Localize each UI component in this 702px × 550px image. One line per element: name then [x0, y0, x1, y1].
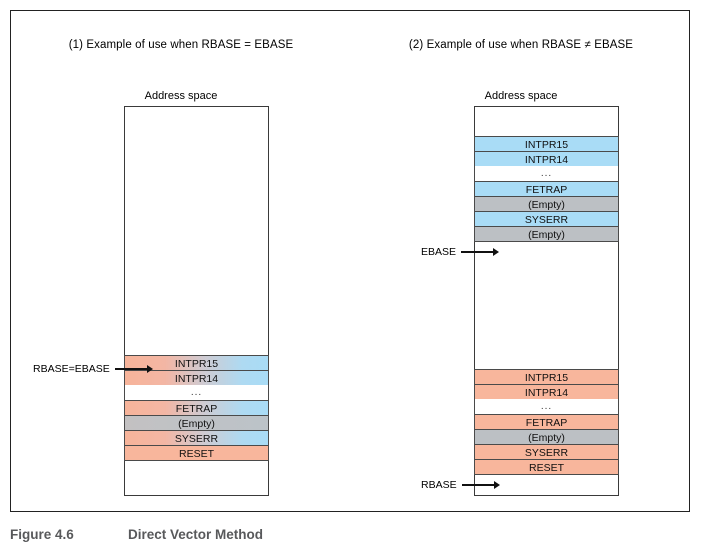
pointer-line: [461, 484, 495, 486]
reset-vector-table: INTPR15 INTPR14 ... FETRAP (Empty) SYSER…: [474, 369, 619, 475]
vector-row-syserr: SYSERR: [124, 430, 269, 446]
pointer-rbase: RBASE: [421, 479, 500, 491]
pointer-label-rbase: RBASE: [421, 479, 457, 491]
pointer-rbase-equals-ebase: RBASE=EBASE: [33, 363, 153, 375]
pointer-label-ebase: EBASE: [421, 246, 457, 258]
vector-table-left: INTPR15 INTPR14 ... FETRAP (Empty) SYSER…: [124, 355, 269, 461]
exception-vector-table: INTPR15 INTPR14 ... FETRAP (Empty) SYSER…: [474, 136, 619, 242]
address-space-label-left: Address space: [144, 90, 218, 102]
reset-row-fetrap: FETRAP: [474, 414, 619, 430]
panel-title-right: (2) Example of use when RBASE ≠ EBASE: [408, 39, 634, 51]
vector-row-ellipsis: ...: [124, 385, 269, 401]
exception-row-empty-1: (Empty): [474, 196, 619, 212]
arrow-head-icon: [493, 481, 500, 489]
figure-caption-title: Direct Vector Method: [128, 526, 264, 542]
reset-row-syserr: SYSERR: [474, 444, 619, 460]
panel-rbase-equals-ebase: (1) Example of use when RBASE = EBASE Ad…: [11, 11, 351, 511]
pointer-line: [114, 368, 148, 370]
exception-row-intpr15: INTPR15: [474, 136, 619, 152]
figure-caption-number: Figure 4.6: [10, 526, 74, 542]
exception-row-syserr: SYSERR: [474, 211, 619, 227]
address-space-box-left: INTPR15 INTPR14 ... FETRAP (Empty) SYSER…: [124, 106, 269, 496]
panel-rbase-not-equals-ebase: (2) Example of use when RBASE ≠ EBASE Ad…: [351, 11, 691, 511]
address-space-label-right: Address space: [484, 90, 558, 102]
exception-row-empty-2: (Empty): [474, 226, 619, 242]
reset-row-ellipsis: ...: [474, 399, 619, 415]
pointer-line: [461, 251, 495, 253]
panel-title-left: (1) Example of use when RBASE = EBASE: [68, 39, 294, 51]
pointer-label-rbase-equals-ebase: RBASE=EBASE: [33, 363, 110, 375]
reset-row-empty: (Empty): [474, 429, 619, 445]
arrow-head-icon: [146, 365, 153, 373]
exception-row-ellipsis: ...: [474, 166, 619, 182]
vector-row-intpr14: INTPR14: [124, 370, 269, 386]
figure-caption: Figure 4.6 Direct Vector Method: [10, 524, 690, 544]
reset-row-reset: RESET: [474, 459, 619, 475]
exception-row-fetrap: FETRAP: [474, 181, 619, 197]
address-space-box-right: INTPR15 INTPR14 ... FETRAP (Empty) SYSER…: [474, 106, 619, 496]
vector-row-empty: (Empty): [124, 415, 269, 431]
figure-frame: (1) Example of use when RBASE = EBASE Ad…: [10, 10, 690, 512]
vector-row-fetrap: FETRAP: [124, 400, 269, 416]
vector-row-reset: RESET: [124, 445, 269, 461]
arrow-head-icon: [493, 248, 500, 256]
reset-row-intpr14: INTPR14: [474, 384, 619, 400]
exception-row-intpr14: INTPR14: [474, 151, 619, 167]
reset-row-intpr15: INTPR15: [474, 369, 619, 385]
pointer-ebase: EBASE: [421, 246, 500, 258]
